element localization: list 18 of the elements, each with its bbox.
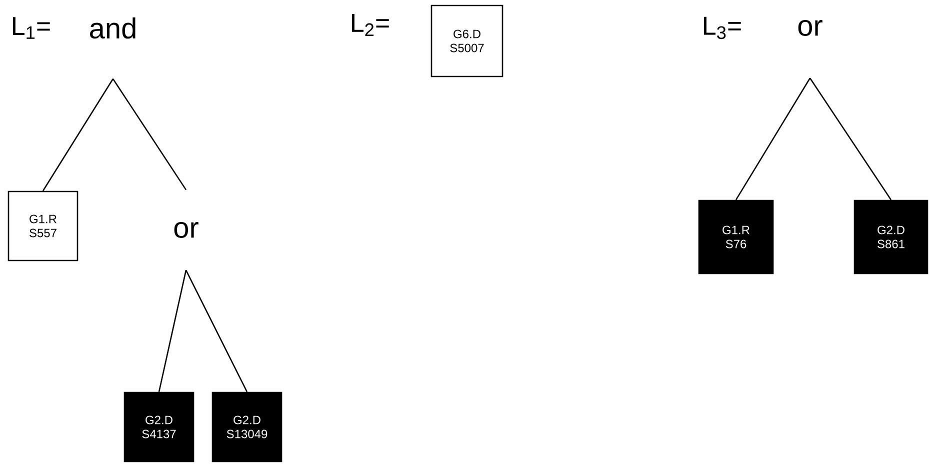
formula-label: L$_{2}$=: [352, 14, 389, 36]
gene-box: G2.D S4137: [124, 392, 194, 462]
gene-box: G1.R S557: [8, 190, 78, 262]
tree-branch: [42, 78, 114, 192]
operator-label: and: [90, 17, 136, 39]
tree-branch: [735, 78, 811, 200]
gene-box: G2.D S861: [854, 200, 928, 274]
gene-box: G6.D S5007: [430, 4, 504, 78]
gene-box: G2.D S13049: [212, 392, 282, 462]
formula-label: L$_{1}$=: [13, 17, 50, 39]
tree-branch: [158, 270, 187, 392]
operator-label: or: [798, 20, 822, 36]
formula-label: L$_{3}$=: [704, 16, 741, 40]
tree-branch: [185, 270, 248, 392]
operator-label: or: [174, 222, 198, 238]
tree-branch: [809, 78, 892, 200]
gene-box: G1.R S76: [698, 200, 774, 274]
tree-branch: [112, 78, 187, 190]
